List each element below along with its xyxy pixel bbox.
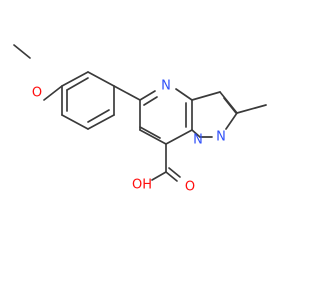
bond-lines (13, 44, 267, 182)
chemical-structure-diagram: O N N N OH O (13, 44, 267, 195)
pyrazole-nitrogen-label: N (216, 130, 226, 145)
hydroxyl-label: OH (132, 178, 152, 193)
carbonyl-oxygen-label: O (185, 180, 195, 195)
methoxy-oxygen-label: O (32, 86, 42, 101)
bridge-nitrogen-label: N (193, 133, 203, 148)
pyrimidine-nitrogen-label: N (161, 79, 171, 94)
